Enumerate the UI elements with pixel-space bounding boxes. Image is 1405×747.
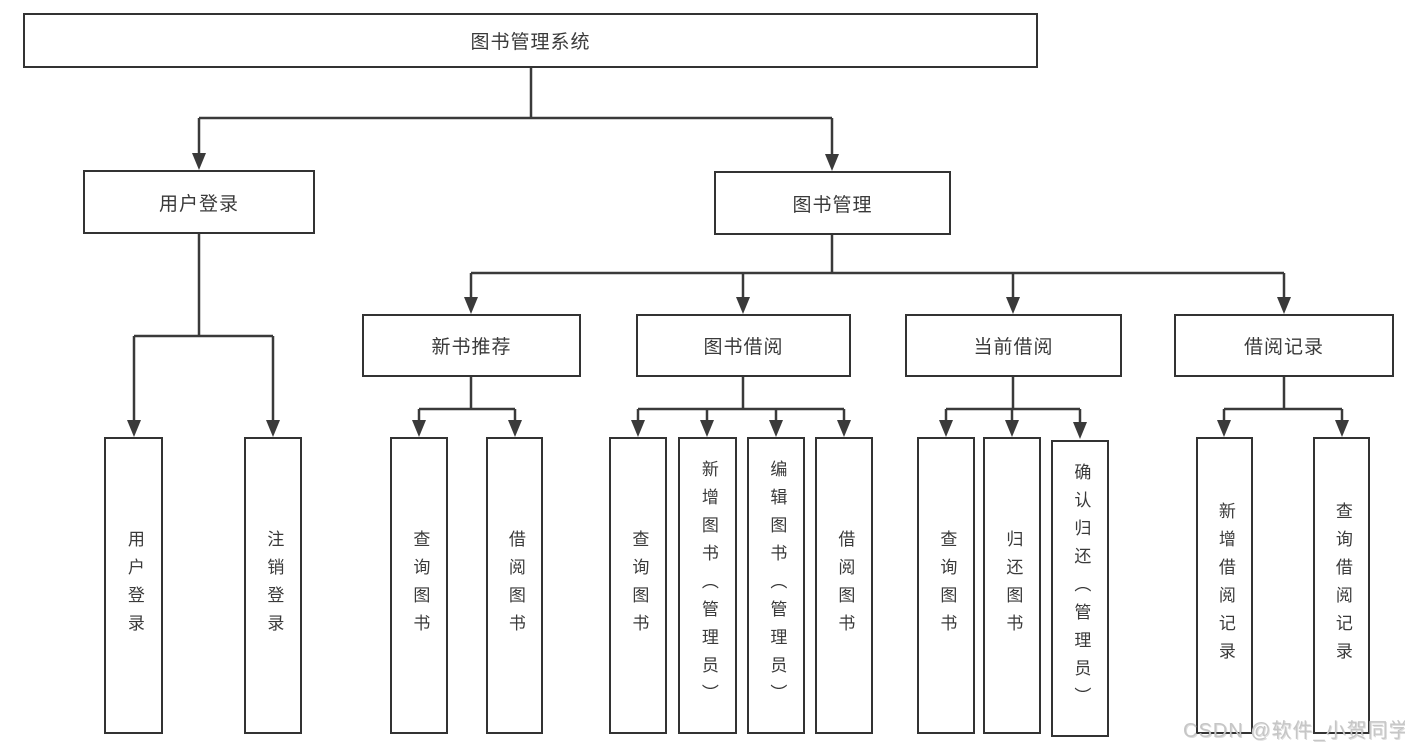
node-user-login: 用户登录 (83, 170, 315, 234)
node-current-borrow: 当前借阅 (905, 314, 1122, 377)
leaf-label: 用户登录 (124, 529, 144, 642)
leaf-current-query-books: 查询图书 (917, 437, 975, 734)
leaf-label: 借阅图书 (505, 529, 525, 642)
node-borrow-record: 借阅记录 (1174, 314, 1394, 377)
leaf-borrow-books: 借阅图书 (815, 437, 873, 734)
leaf-query-borrow-record: 查询借阅记录 (1313, 437, 1370, 734)
leaf-label: 确认归还（管理员） (1071, 462, 1091, 715)
leaf-label: 归还图书 (1003, 529, 1023, 642)
leaf-user-login: 用户登录 (104, 437, 163, 734)
leaf-recommend-query-books: 查询图书 (390, 437, 448, 734)
leaf-label: 编辑图书（管理员） (767, 459, 787, 712)
leaf-label: 查询借阅记录 (1332, 501, 1352, 670)
node-library-management-system: 图书管理系统 (23, 13, 1038, 68)
leaf-confirm-return-admin: 确认归还（管理员） (1051, 440, 1109, 737)
leaf-edit-books-admin: 编辑图书（管理员） (747, 437, 805, 734)
leaf-label: 借阅图书 (835, 529, 855, 642)
node-new-book-recommend: 新书推荐 (362, 314, 581, 377)
node-book-management: 图书管理 (714, 171, 951, 235)
leaf-return-books: 归还图书 (983, 437, 1041, 734)
leaf-borrow-query-books: 查询图书 (609, 437, 667, 734)
leaf-label: 新增图书（管理员） (698, 459, 718, 712)
leaf-add-borrow-record: 新增借阅记录 (1196, 437, 1253, 734)
leaf-recommend-borrow-books: 借阅图书 (486, 437, 543, 734)
leaf-label: 查询图书 (410, 529, 430, 642)
leaf-label: 注销登录 (264, 529, 284, 642)
leaf-label: 查询图书 (937, 529, 957, 642)
leaf-add-books-admin: 新增图书（管理员） (678, 437, 737, 734)
leaf-label: 新增借阅记录 (1215, 501, 1235, 670)
leaf-label: 查询图书 (629, 529, 649, 642)
csdn-watermark: CSDN @软件_小贺同学 (1183, 720, 1405, 742)
leaf-logout: 注销登录 (244, 437, 302, 734)
node-book-borrow: 图书借阅 (636, 314, 851, 377)
